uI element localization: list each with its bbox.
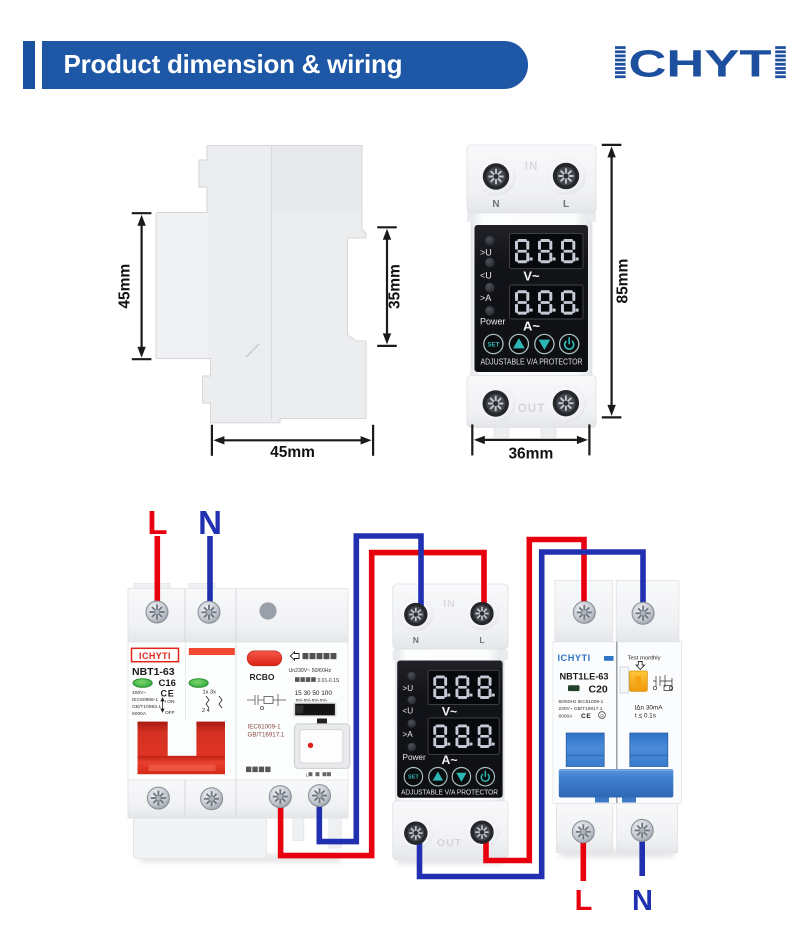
svg-text:Un230V~ 50/60Hz: Un230V~ 50/60Hz — [289, 668, 332, 674]
svg-text:L: L — [147, 504, 167, 541]
svg-text:ADJUSTABLE V/A PROTECTOR: ADJUSTABLE V/A PROTECTOR — [481, 358, 583, 367]
svg-text:Power: Power — [403, 753, 426, 762]
svg-text:50/60Hz IEC61009-1: 50/60Hz IEC61009-1 — [559, 699, 604, 705]
svg-text:RCBO: RCBO — [249, 672, 274, 682]
svg-text:>U: >U — [480, 248, 492, 258]
svg-text:N: N — [413, 635, 419, 645]
svg-text:V~: V~ — [523, 269, 540, 284]
svg-text:Test monthly: Test monthly — [628, 656, 661, 662]
svg-text:6000A: 6000A — [132, 711, 147, 717]
svg-text:2 4: 2 4 — [202, 708, 210, 714]
svg-text:ICHYTI: ICHYTI — [139, 651, 171, 661]
svg-text:CE: CE — [161, 689, 175, 699]
svg-text:C16: C16 — [159, 678, 176, 689]
svg-text:CHYT: CHYT — [629, 43, 772, 85]
svg-text:N: N — [198, 504, 222, 541]
svg-text:85mm: 85mm — [615, 259, 632, 304]
svg-text:CE: CE — [581, 713, 591, 720]
svg-text:<U: <U — [480, 271, 492, 281]
svg-text:N: N — [632, 885, 653, 917]
svg-text:V~: V~ — [442, 705, 457, 719]
svg-text:I ON: I ON — [165, 699, 176, 705]
svg-text:Power: Power — [480, 316, 506, 326]
svg-text:6000A: 6000A — [559, 713, 574, 719]
svg-text:GB/T10963.1: GB/T10963.1 — [132, 704, 161, 710]
svg-text:SET: SET — [408, 775, 419, 781]
svg-text:OUT: OUT — [518, 403, 545, 415]
svg-text:A~: A~ — [523, 319, 540, 334]
svg-text:L: L — [575, 885, 593, 917]
svg-text:ICHYTI: ICHYTI — [558, 653, 591, 663]
svg-text:L: L — [479, 635, 484, 645]
svg-text:IEC60898-1: IEC60898-1 — [132, 697, 158, 703]
svg-text:35mm: 35mm — [387, 264, 404, 309]
svg-text:t ≤ 0.1s: t ≤ 0.1s — [635, 713, 656, 720]
svg-text:IEC61009-1: IEC61009-1 — [248, 724, 282, 731]
svg-text:<U: <U — [403, 707, 414, 716]
svg-text:SET: SET — [487, 341, 499, 348]
svg-text:ADJUSTABLE V/A PROTECTOR: ADJUSTABLE V/A PROTECTOR — [401, 788, 498, 796]
svg-text:400V~: 400V~ — [132, 690, 146, 696]
svg-text:36mm: 36mm — [508, 446, 553, 463]
svg-text:A~: A~ — [442, 753, 458, 767]
svg-text:45mm: 45mm — [117, 264, 134, 309]
svg-text:IΔn 30mA: IΔn 30mA — [635, 705, 664, 712]
svg-text:>U: >U — [403, 684, 414, 693]
svg-text:⊙: ⊙ — [600, 713, 604, 718]
svg-text:N: N — [492, 199, 499, 210]
svg-text:230V~ GB/T16917.1: 230V~ GB/T16917.1 — [559, 706, 603, 712]
svg-text:NBT1-63: NBT1-63 — [132, 666, 175, 678]
svg-text:L: L — [306, 772, 309, 777]
svg-text:IN: IN — [525, 161, 539, 173]
svg-text:IN: IN — [443, 598, 456, 610]
svg-text:GB/T16917.1: GB/T16917.1 — [248, 732, 285, 739]
svg-text:>A: >A — [403, 730, 414, 739]
svg-text:45mm: 45mm — [270, 444, 315, 461]
svg-text:OFF: OFF — [165, 710, 175, 716]
svg-text:NBT1LE-63: NBT1LE-63 — [560, 671, 609, 681]
svg-text:C20: C20 — [589, 684, 608, 696]
svg-text:0.01-0.1S: 0.01-0.1S — [318, 678, 340, 684]
svg-text:OUT: OUT — [437, 837, 462, 849]
svg-text:15 30 50 100: 15 30 50 100 — [295, 690, 333, 697]
svg-text:L: L — [563, 199, 569, 210]
svg-text:>A: >A — [480, 293, 491, 303]
svg-text:mA mA mA mA: mA mA mA mA — [296, 698, 328, 703]
svg-text:1x 3x: 1x 3x — [203, 690, 217, 696]
